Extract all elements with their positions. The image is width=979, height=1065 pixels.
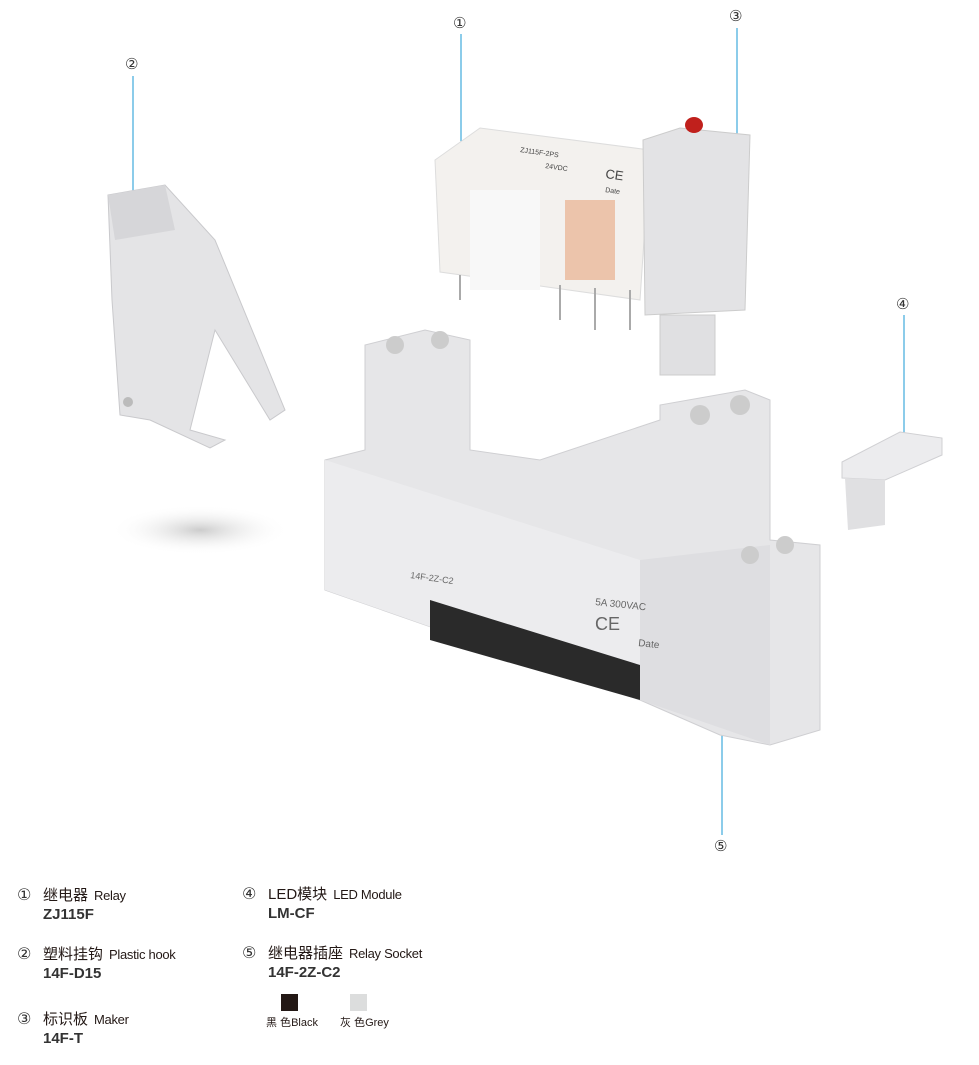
socket-ce-mark: CE bbox=[595, 614, 620, 634]
socket-rating-print: 5A 300VAC bbox=[595, 597, 647, 613]
legend-en: Maker bbox=[94, 1012, 129, 1027]
legend-model: 14F-T bbox=[43, 1030, 84, 1047]
legend-cn: 标识板 bbox=[43, 1011, 89, 1028]
color-en: Black bbox=[291, 1017, 318, 1029]
legend-relay: ① 继电器 Relay ZJ115F bbox=[17, 884, 126, 923]
legend-maker: ③ 标识板 Maker 14F-T bbox=[17, 1008, 129, 1047]
color-cn: 灰 色 bbox=[340, 1017, 366, 1029]
relay-date-print: Date bbox=[605, 187, 621, 196]
legend-model: ZJ115F bbox=[43, 906, 94, 923]
legend-model: 14F-D15 bbox=[43, 965, 102, 982]
legend-relay-socket: ⑤ 继电器插座 Relay Socket 14F-2Z-C2 bbox=[242, 942, 422, 981]
plastic-hook-image bbox=[107, 184, 290, 555]
legend-led-module: ④ LED模块 LED Module LM-CF bbox=[242, 883, 402, 922]
marker-image bbox=[841, 431, 943, 530]
callout-4: ④ bbox=[896, 296, 910, 313]
socket-date-print: Date bbox=[638, 638, 661, 651]
relay-voltage-print: 24VDC bbox=[545, 163, 568, 173]
exploded-view: ZJ115F-2PS 24VDC CE Date 14F-2Z-C2 5A 30… bbox=[107, 28, 943, 835]
legend-cn: 继电器插座 bbox=[268, 945, 344, 962]
legend-number: ③ bbox=[17, 1011, 32, 1028]
callout-2: ② bbox=[125, 56, 139, 73]
legend-en: Relay bbox=[94, 888, 126, 903]
legend-cn: 塑料挂钩 bbox=[43, 946, 104, 963]
relay-ce-mark: CE bbox=[605, 166, 625, 183]
color-swatch-black bbox=[281, 994, 298, 1011]
color-label-black: 黑 色Black bbox=[266, 1014, 318, 1030]
led-module-image bbox=[642, 117, 751, 376]
color-label-grey: 灰 色Grey bbox=[340, 1014, 389, 1030]
color-cn: 黑 色 bbox=[266, 1017, 292, 1029]
relay-socket-image: 14F-2Z-C2 5A 300VAC CE Date bbox=[324, 329, 821, 746]
callout-3: ③ bbox=[729, 8, 743, 25]
legend-en: Relay Socket bbox=[349, 946, 423, 961]
legend-number: ④ bbox=[242, 886, 257, 903]
legend-number: ② bbox=[17, 946, 32, 963]
legend-plastic-hook: ② 塑料挂钩 Plastic hook 14F-D15 bbox=[17, 943, 176, 982]
legend-model: LM-CF bbox=[268, 905, 315, 922]
color-en: Grey bbox=[365, 1017, 389, 1029]
legend-cn: 继电器 bbox=[43, 887, 89, 904]
callout-1: ① bbox=[453, 15, 467, 32]
legend-en: LED Module bbox=[333, 887, 402, 902]
legend-number: ① bbox=[17, 887, 32, 904]
callout-5: ⑤ bbox=[714, 838, 728, 855]
legend-cn: LED模块 bbox=[268, 886, 328, 903]
legend-number: ⑤ bbox=[242, 945, 257, 962]
color-swatch-grey bbox=[350, 994, 367, 1011]
relay-image: ZJ115F-2PS 24VDC CE Date bbox=[434, 127, 651, 330]
legend-en: Plastic hook bbox=[109, 947, 176, 962]
legend-model: 14F-2Z-C2 bbox=[268, 964, 341, 981]
